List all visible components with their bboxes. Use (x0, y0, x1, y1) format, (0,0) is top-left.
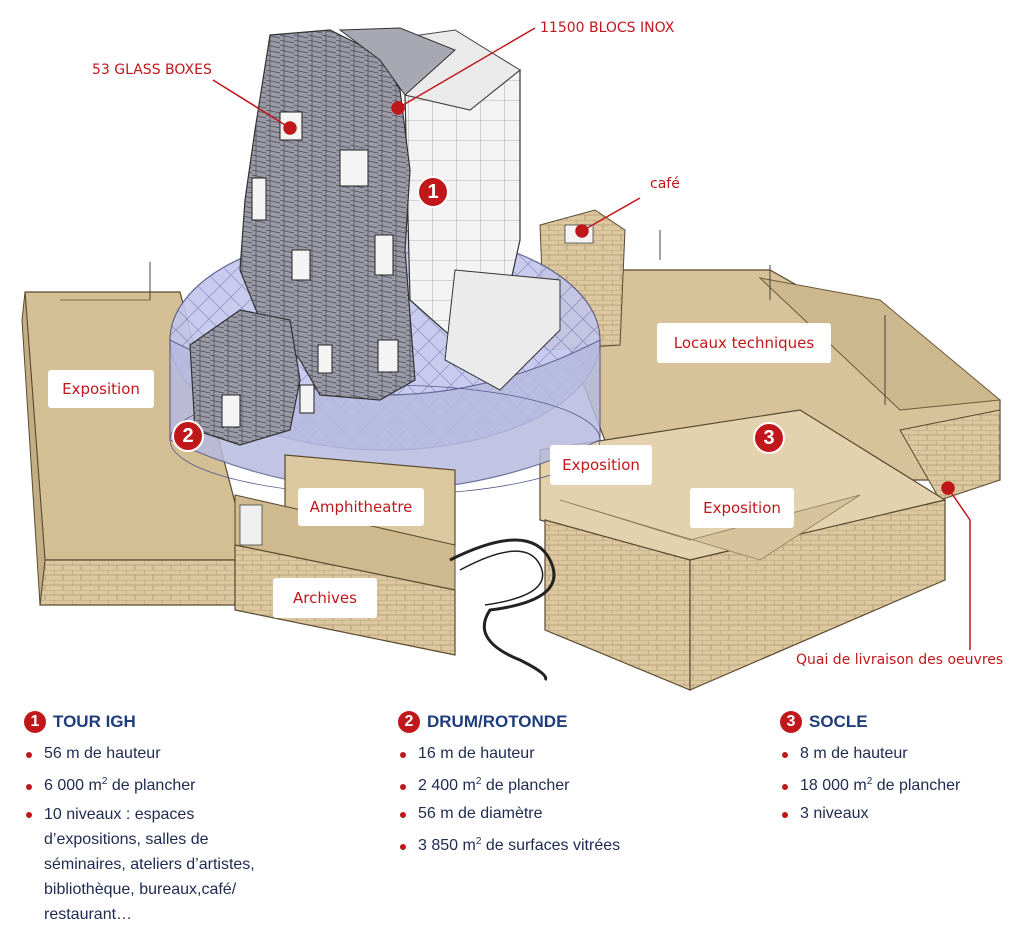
list-item: 56 m de hauteur (24, 742, 324, 766)
right-wing (539, 269, 1002, 691)
list-item: 10 niveaux : espaces d’expositions, sall… (24, 802, 294, 927)
exposition-center-label: Exposition (550, 445, 652, 485)
list-item: 8 m de hauteur (780, 742, 1020, 766)
steel-tower (384, 29, 561, 391)
legend-tour-title: TOUR IGH (53, 712, 136, 731)
amphitheatre-label: Amphitheatre (298, 488, 424, 526)
legend-tour-number: 1 (24, 711, 46, 733)
quai-callout: Quai de livraison des oeuvres (796, 652, 1004, 668)
glass-boxes-callout: 53 GLASS BOXES (92, 62, 212, 78)
legend-socle-title: SOCLE (809, 712, 868, 731)
list-item: 16 m de hauteur (398, 742, 718, 766)
legend-drum-number: 2 (398, 711, 420, 733)
tiled-volumes (189, 27, 456, 446)
building-illustration (21, 27, 1002, 691)
exposition-left-label: Exposition (48, 370, 154, 408)
legend-drum: 2 DRUM/ROTONDE 16 m de hauteur 2 400 m2 … (398, 708, 718, 862)
list-item: 18 000 m2 de plancher (780, 774, 1020, 800)
list-item: 3 850 m2 de surfaces vitrées (398, 834, 718, 860)
list-item: 3 niveaux (780, 802, 1020, 826)
legend-socle: 3 SOCLE 8 m de hauteur 18 000 m2 de plan… (780, 708, 1020, 828)
legend-tour: 1 TOUR IGH 56 m de hauteur 6 000 m2 de p… (24, 708, 324, 929)
list-item: 6 000 m2 de plancher (24, 774, 324, 800)
staircase (449, 538, 556, 682)
archives-label: Archives (273, 578, 377, 618)
marker-socle: 3 (753, 422, 785, 454)
list-item: 56 m de diamètre (398, 802, 718, 826)
amphitheatre-block (234, 454, 456, 656)
legend-drum-title: DRUM/ROTONDE (427, 712, 568, 731)
marker-tower: 1 (417, 176, 449, 208)
list-item: 2 400 m2 de plancher (398, 774, 718, 800)
blocs-inox-callout: 11500 BLOCS INOX (540, 20, 675, 36)
legend-socle-number: 3 (780, 711, 802, 733)
antennas (149, 230, 886, 405)
cafe-callout: café (650, 176, 680, 192)
callout-lines (212, 27, 971, 650)
exposition-right-label: Exposition (690, 488, 794, 528)
locaux-techniques-label: Locaux techniques (657, 323, 831, 363)
marker-drum: 2 (172, 420, 204, 452)
